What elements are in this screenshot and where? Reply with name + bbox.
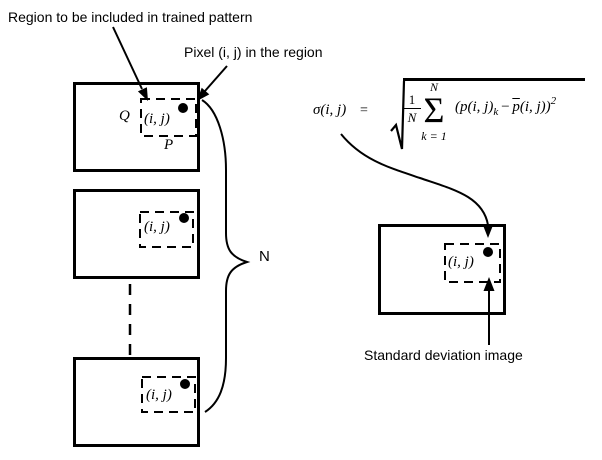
formula-equals: = <box>360 103 368 118</box>
formula-term: (p(i, j)k−p(i, j))2 <box>455 95 556 118</box>
count-brace <box>201 99 251 413</box>
term-mean-p: p <box>512 99 520 115</box>
pixel-dot-3 <box>180 379 190 389</box>
term-open: (p(i, j) <box>455 99 494 115</box>
training-image-frame-1 <box>73 82 200 172</box>
term-subscript: k <box>493 106 499 118</box>
pixel-coord-label-std: (i, j) <box>448 254 474 270</box>
p-region-label: P <box>164 137 174 153</box>
term-minus: − <box>500 99 511 115</box>
std-dev-annotation-label: Standard deviation image <box>364 347 523 363</box>
pixel-dot-2 <box>179 213 189 223</box>
region-dashed-box-3 <box>141 376 196 413</box>
sum-upper-limit: N <box>429 80 438 94</box>
pixel-dot-1 <box>178 103 188 113</box>
sum-lower-limit: k = 1 <box>421 129 447 144</box>
training-image-frame-2 <box>73 189 200 279</box>
radical-sign <box>390 78 585 150</box>
formula-fraction: 1 N <box>402 93 422 124</box>
std-dev-annotation-arrow <box>483 277 495 345</box>
pixel-coord-label-2: (i, j) <box>144 219 170 235</box>
pixel-annotation-arrow <box>197 65 228 101</box>
formula-to-image-arrow <box>340 133 494 238</box>
count-label: N <box>259 248 270 265</box>
formula-lhs: σ(i, j) <box>313 102 347 118</box>
pixel-coord-label-3: (i, j) <box>146 387 172 403</box>
fraction-numerator: 1 <box>408 92 416 107</box>
formula-summation: N Σ k = 1 <box>412 81 456 142</box>
training-image-frame-3 <box>73 357 200 447</box>
region-dashed-box-std <box>444 243 501 283</box>
q-region-label: Q <box>119 108 130 124</box>
pixel-coord-label-1: (i, j) <box>144 111 170 127</box>
fraction-denominator: N <box>407 110 417 125</box>
term-exponent: 2 <box>550 95 557 107</box>
region-dashed-box-1 <box>140 98 197 137</box>
region-dashed-box-2 <box>139 211 194 248</box>
sum-sigma-symbol: Σ <box>423 90 445 130</box>
pixel-dot-std <box>483 247 493 257</box>
term-close: (i, j)) <box>519 99 551 115</box>
region-annotation-label: Region to be included in trained pattern <box>8 9 253 25</box>
std-dev-image-frame <box>378 224 506 315</box>
pixel-annotation-label: Pixel (i, j) in the region <box>184 44 323 60</box>
fraction-bar <box>403 108 421 109</box>
region-annotation-arrow <box>112 26 148 101</box>
